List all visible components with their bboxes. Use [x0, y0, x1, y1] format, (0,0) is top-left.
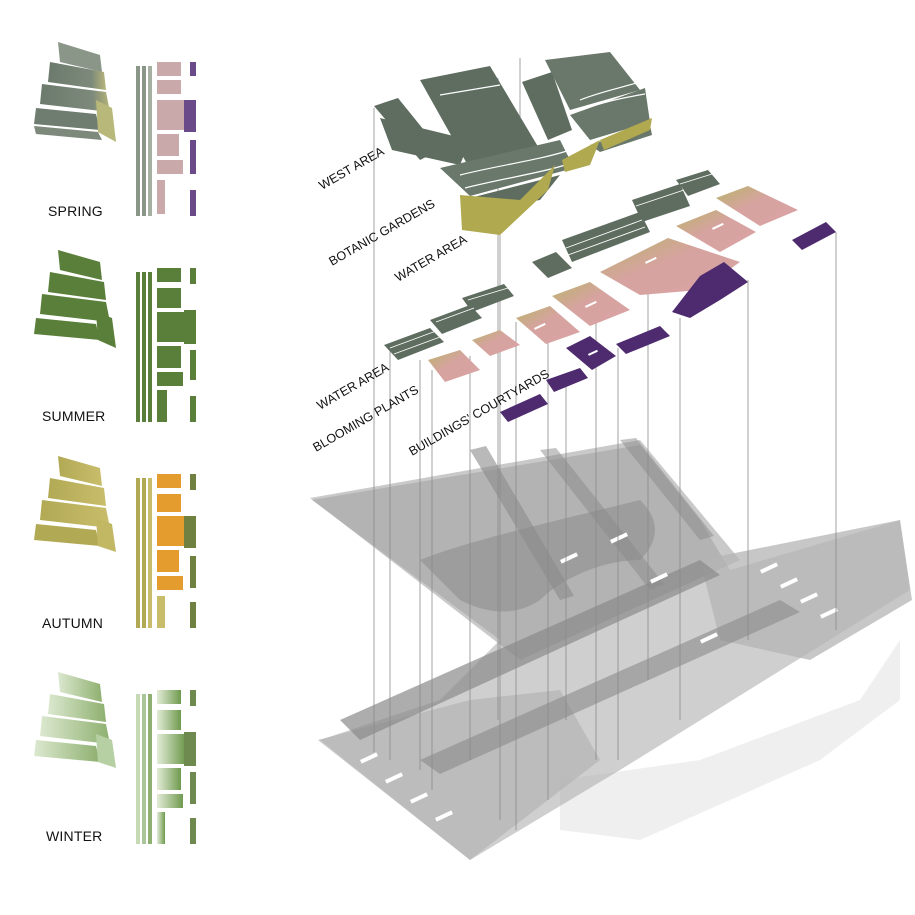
summer-map-thumbnail	[34, 250, 116, 348]
winter-map-thumbnail	[34, 672, 116, 768]
spring-strips	[136, 62, 196, 216]
winter-strips	[136, 690, 196, 844]
season-label-winter: WINTER	[46, 828, 103, 844]
layer-botanic-gardens	[460, 118, 652, 235]
layer-water-area-lower	[384, 284, 514, 360]
spring-map-thumbnail	[34, 42, 116, 142]
layer-blooming-plants-upper	[428, 186, 798, 382]
season-label-spring: SPRING	[48, 203, 103, 219]
label-west-area: WEST AREA	[317, 144, 388, 193]
layer-buildings-courtyards	[500, 222, 836, 422]
autumn-strips	[136, 474, 196, 628]
season-label-summer: SUMMER	[42, 408, 106, 424]
summer-strips	[136, 268, 196, 422]
label-buildings-courtyards: BUILDINGS' COURTYARDS	[407, 367, 552, 459]
autumn-map-thumbnail	[34, 456, 116, 552]
base-site-plan	[310, 438, 912, 860]
label-water-area-upper: WATER AREA	[393, 232, 470, 285]
layer-water-area-upper	[532, 170, 720, 278]
season-label-autumn: AUTUMN	[42, 615, 104, 631]
layer-west-area	[374, 52, 652, 210]
